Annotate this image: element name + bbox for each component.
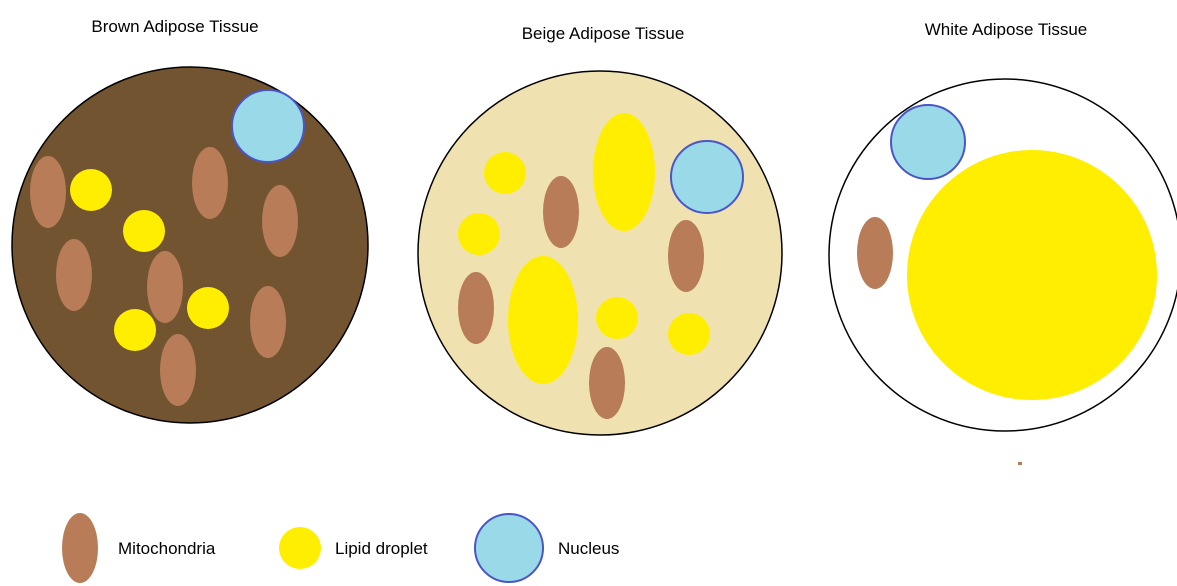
legend-lipid-droplet-icon — [279, 527, 321, 569]
lipid-droplet — [187, 287, 229, 329]
mitochondrion — [192, 147, 228, 219]
white-tissue-title: White Adipose Tissue — [925, 20, 1088, 39]
lipid-droplet — [593, 113, 655, 231]
lipid-droplet — [668, 313, 710, 355]
mitochondrion — [543, 176, 579, 248]
nucleus — [232, 90, 304, 162]
legend-nucleus-icon — [475, 514, 543, 582]
mitochondrion — [857, 217, 893, 289]
mitochondrion — [56, 239, 92, 311]
brown-adipose-cell — [12, 67, 368, 423]
mitochondrion — [458, 272, 494, 344]
nucleus — [891, 105, 965, 179]
mitochondrion — [30, 156, 66, 228]
lipid-droplet — [596, 297, 638, 339]
lipid-droplet — [123, 210, 165, 252]
mitochondrion — [160, 334, 196, 406]
legend: Mitochondria Lipid droplet Nucleus — [62, 513, 619, 583]
white-adipose-cell — [829, 79, 1177, 431]
stray-mark — [1018, 462, 1022, 465]
lipid-droplet — [114, 309, 156, 351]
legend-lipid-droplet-label: Lipid droplet — [335, 539, 428, 558]
mitochondrion — [668, 220, 704, 292]
beige-tissue-title: Beige Adipose Tissue — [522, 24, 685, 43]
beige-adipose-cell — [418, 71, 782, 435]
mitochondrion — [589, 347, 625, 419]
legend-nucleus-label: Nucleus — [558, 539, 619, 558]
legend-mitochondria-icon — [62, 513, 98, 583]
lipid-droplet — [907, 150, 1157, 400]
lipid-droplet — [508, 256, 578, 384]
nucleus — [671, 141, 743, 213]
lipid-droplet — [70, 169, 112, 211]
mitochondrion — [147, 251, 183, 323]
legend-mitochondria-label: Mitochondria — [118, 539, 216, 558]
brown-tissue-title: Brown Adipose Tissue — [91, 17, 258, 36]
lipid-droplet — [484, 152, 526, 194]
mitochondrion — [250, 286, 286, 358]
mitochondrion — [262, 185, 298, 257]
lipid-droplet — [458, 213, 500, 255]
